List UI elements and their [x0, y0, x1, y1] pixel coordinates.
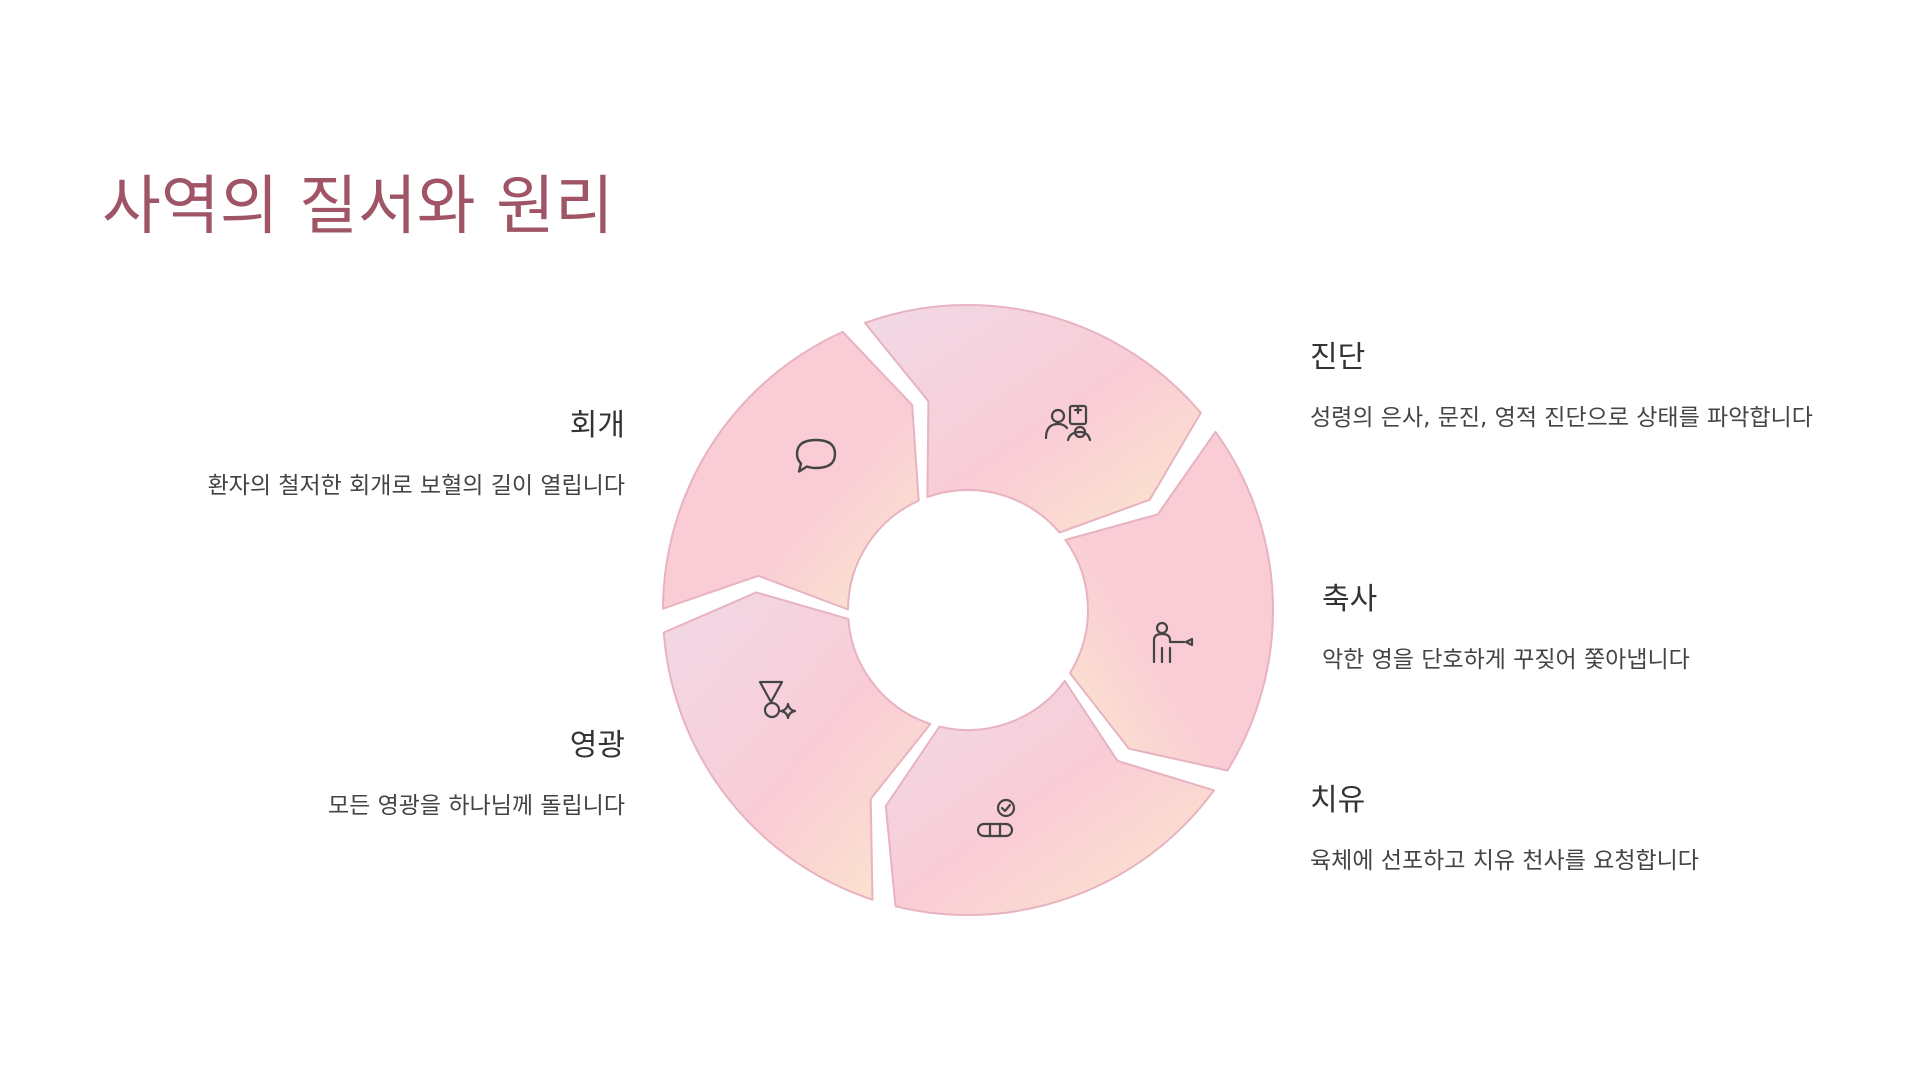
- step-description-chuksa: 악한 영을 단호하게 꾸짖어 쫓아냅니다: [1322, 647, 1690, 673]
- step-label-hoegae: 회개 환자의 철저한 회개로 보혈의 길이 열립니다: [150, 408, 625, 506]
- step-label-chiyu: 치유 육체에 선포하고 치유 천사를 요청합니다: [1310, 783, 1830, 881]
- cycle-segment-chuksa: [1064, 430, 1274, 772]
- page-title: 사역의 질서와 원리: [102, 170, 614, 244]
- step-description-chiyu: 육체에 선포하고 치유 천사를 요청합니다: [1310, 848, 1699, 874]
- step-description-jindan: 성령의 은사, 문진, 영적 진단으로 상태를 파악합니다: [1310, 405, 1813, 431]
- cycle-segment-yeonggwang: [662, 591, 932, 901]
- shapes-sparkle-icon: [758, 680, 797, 720]
- step-title-hoegae: 회개: [569, 408, 625, 443]
- bandage-check-icon: [976, 798, 1016, 838]
- step-label-chuksa: 축사 악한 영을 단호하게 꾸짖어 쫓아냅니다: [1322, 582, 1842, 680]
- cycle-segment-hoegae: [662, 330, 920, 611]
- step-description-hoegae: 환자의 철저한 회개로 보혈의 길이 열립니다: [207, 473, 625, 499]
- cycle-icons: [758, 404, 1194, 838]
- cycle-segment-chiyu: [884, 680, 1215, 917]
- person-pointing-icon: [1152, 621, 1194, 664]
- step-description-yeonggwang: 모든 영광을 하나님께 돌립니다: [327, 793, 625, 819]
- speech-bubble-icon: [795, 438, 837, 473]
- cycle-segment-jindan: [863, 303, 1202, 534]
- step-title-chiyu: 치유: [1310, 783, 1366, 818]
- doctor-patient-icon: [1044, 404, 1092, 442]
- step-title-chuksa: 축사: [1322, 582, 1378, 617]
- step-label-yeonggwang: 영광 모든 영광을 하나님께 돌립니다: [200, 728, 625, 826]
- cycle-segments: [662, 303, 1274, 917]
- step-title-yeonggwang: 영광: [569, 728, 625, 763]
- step-label-jindan: 진단 성령의 은사, 문진, 영적 진단으로 상태를 파악합니다: [1310, 340, 1850, 438]
- step-title-jindan: 진단: [1310, 340, 1366, 375]
